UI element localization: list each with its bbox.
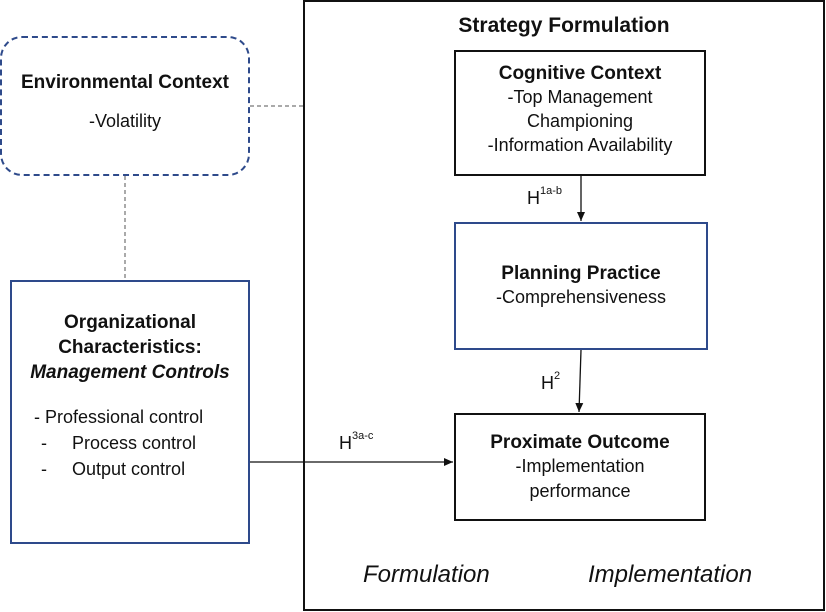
- strategy-formulation-frame: Strategy Formulation: [303, 0, 825, 611]
- hypothesis-h2-label: H2: [541, 370, 561, 394]
- organizational-characteristics-title: Organizational Characteristics: Manageme…: [12, 310, 248, 385]
- formulation-phase-label: Formulation: [363, 561, 490, 588]
- hypothesis-h2-superscript: 2: [554, 370, 561, 382]
- hypothesis-h2-base: H: [541, 373, 554, 393]
- management-control-item: - Process control: [41, 433, 197, 453]
- cognitive-context-item: Championing: [526, 111, 634, 131]
- cognitive-context-title: Cognitive Context: [498, 63, 662, 84]
- proximate-outcome-box: Proximate Outcome -Implementation perfor…: [454, 413, 706, 521]
- management-controls-list: - Professional control - Process control…: [12, 404, 248, 482]
- environmental-context-item: -Volatility: [88, 111, 162, 131]
- management-controls-subtitle: Management Controls: [30, 362, 230, 383]
- proximate-outcome-item: performance: [529, 481, 631, 501]
- environmental-context-title: Environmental Context: [21, 72, 229, 93]
- cognitive-context-box: Cognitive Context -Top Management Champi…: [454, 50, 706, 176]
- cognitive-context-item: -Information Availability: [487, 135, 673, 155]
- hypothesis-h1-label: H1a-b: [527, 185, 563, 209]
- organizational-characteristics-box: Organizational Characteristics: Manageme…: [10, 280, 250, 544]
- environmental-context-box: Environmental Context -Volatility: [0, 36, 250, 176]
- organizational-characteristics-title-line: Organizational: [64, 312, 196, 333]
- strategy-formulation-title: Strategy Formulation: [458, 14, 670, 37]
- organizational-characteristics-title-line: Characteristics:: [58, 337, 202, 358]
- hypothesis-h1-superscript: 1a-b: [540, 185, 563, 197]
- hypothesis-h3-superscript: 3a-c: [352, 430, 374, 442]
- planning-practice-box: Planning Practice -Comprehensiveness: [454, 222, 708, 350]
- management-control-item: - Output control: [41, 459, 186, 479]
- hypothesis-h3-base: H: [339, 433, 352, 453]
- hypothesis-h3-label: H3a-c: [339, 430, 374, 454]
- hypothesis-h1-base: H: [527, 188, 540, 208]
- planning-practice-item: -Comprehensiveness: [495, 287, 667, 307]
- proximate-outcome-item: -Implementation: [515, 456, 645, 476]
- implementation-phase-label: Implementation: [588, 561, 753, 588]
- management-control-item: - Professional control: [34, 407, 204, 427]
- proximate-outcome-title: Proximate Outcome: [490, 432, 670, 453]
- cognitive-context-item: -Top Management: [507, 87, 653, 107]
- planning-practice-title: Planning Practice: [501, 263, 661, 284]
